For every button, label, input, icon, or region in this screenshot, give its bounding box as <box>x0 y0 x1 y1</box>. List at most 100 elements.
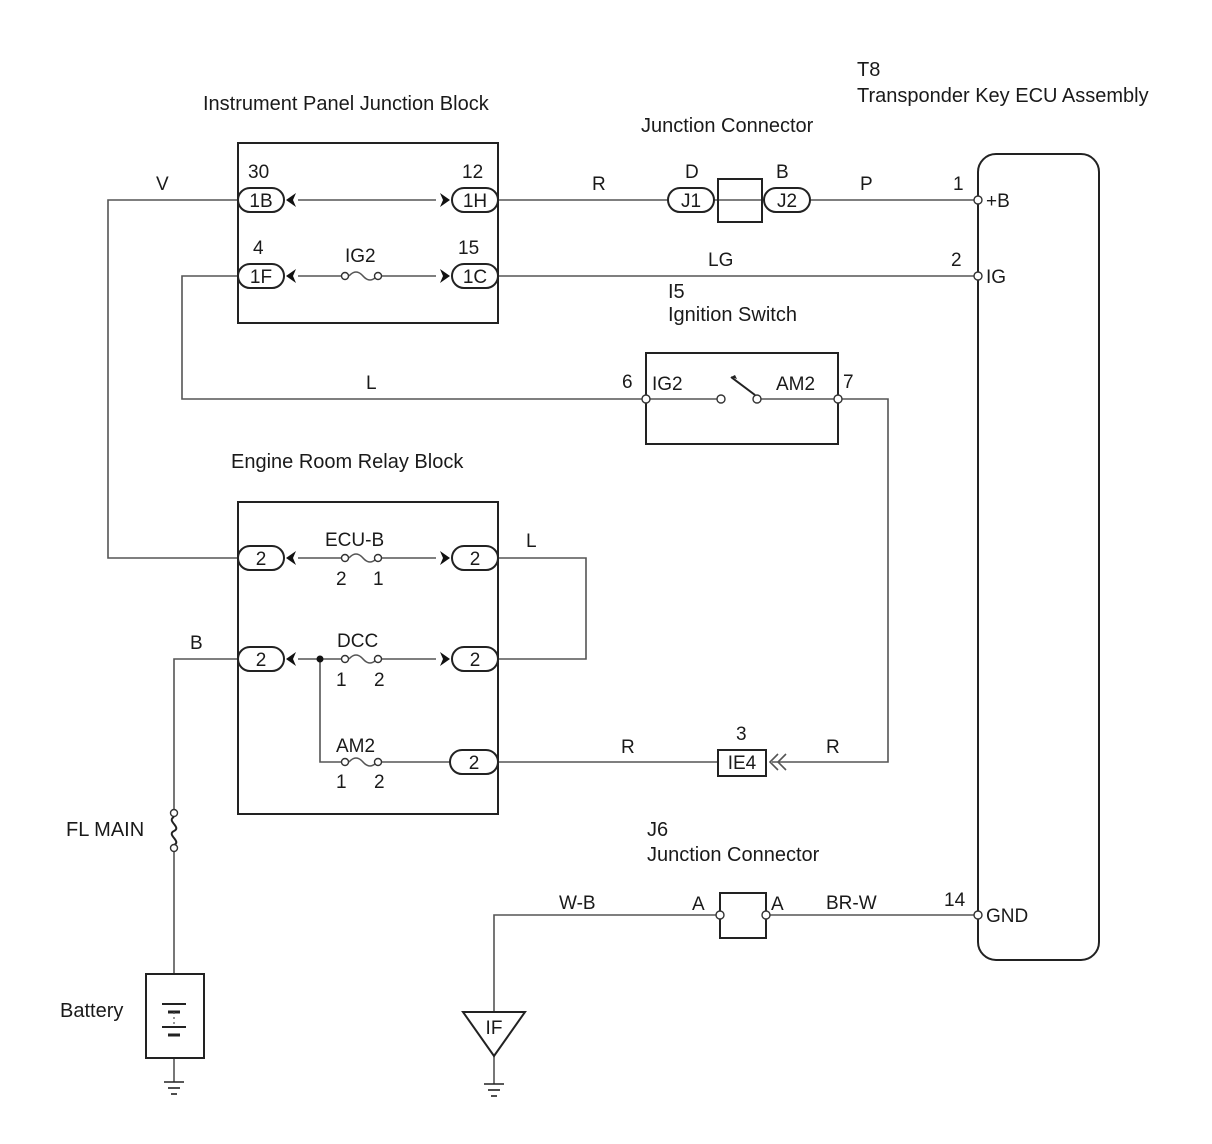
wire-l-label: L <box>526 531 537 552</box>
arrow-icon <box>286 269 296 283</box>
wire-b-label: B <box>190 633 203 654</box>
arrow-icon <box>286 551 296 565</box>
ecu-pin-1: 1 <box>953 174 964 195</box>
fuse-ig2-label: IG2 <box>345 246 376 267</box>
errb-connector <box>237 545 285 571</box>
ground-icon <box>484 1083 504 1097</box>
fuse-ig2-icon <box>340 271 383 281</box>
errb-connector-label: 2 <box>256 549 267 570</box>
j6-pin-a-left: A <box>692 894 705 915</box>
arrow-icon <box>440 652 450 666</box>
ground-label: IF <box>486 1018 503 1039</box>
ecu-pin-2-label: IG <box>986 267 1006 288</box>
ground-triangle-icon <box>461 1011 527 1058</box>
connector-j1 <box>667 187 715 213</box>
pin-4: 4 <box>253 238 264 259</box>
ipjb-title: Instrument Panel Junction Block <box>203 93 490 115</box>
chevron-icon <box>768 753 787 771</box>
fuse-am2-icon <box>340 757 383 767</box>
engine-room-relay-block: Engine Room Relay Block 2 2 2 2 2 ECU-B … <box>231 451 499 815</box>
junction-connector: Junction Connector D B J1 J2 <box>641 115 814 223</box>
connector-1c-label: 1C <box>463 267 487 288</box>
ecu-pin-14: 14 <box>944 890 966 911</box>
errb-connector <box>451 545 499 571</box>
fl-main-label: FL MAIN <box>66 819 144 841</box>
j6-pin-a-right: A <box>771 894 784 915</box>
fuse-am2-pin: 2 <box>374 772 385 793</box>
battery-label: Battery <box>60 1000 123 1022</box>
wire-l-label: L <box>366 373 377 394</box>
ignition-name: Ignition Switch <box>668 304 797 326</box>
arrow-icon <box>440 193 450 207</box>
pin-d: D <box>685 162 699 183</box>
fusible-link-icon <box>170 816 178 846</box>
fuse-am2-label: AM2 <box>336 736 375 757</box>
ie4-connector: 3 IE4 <box>717 724 787 777</box>
fuse-ecub-label: ECU-B <box>325 530 384 551</box>
errb-connector <box>449 749 499 775</box>
ignition-pin-7: 7 <box>843 372 854 393</box>
ecu-name: Transponder Key ECU Assembly <box>857 85 1149 107</box>
switch-contact-icon <box>716 375 762 404</box>
wire-labels: V R P LG L L B R R W-B BR-W <box>156 174 877 914</box>
ie4-pin: 3 <box>736 724 747 745</box>
connector-j1-label: J1 <box>681 191 701 212</box>
pin-b: B <box>776 162 789 183</box>
errb-connector <box>451 646 499 672</box>
transponder-key-ecu: T8 Transponder Key ECU Assembly 1 +B 2 I… <box>857 59 1149 961</box>
connector-1f-label: 1F <box>250 267 272 288</box>
ignition-pin-6: 6 <box>622 372 633 393</box>
battery-cell-icon <box>162 1003 186 1037</box>
errb-connector-label: 2 <box>470 549 481 570</box>
fuse-ecub-icon <box>340 553 383 563</box>
ie4-label: IE4 <box>728 753 757 774</box>
errb-connector-label: 2 <box>470 650 481 671</box>
j6-junction-connector: J6 Junction Connector A A <box>647 819 820 939</box>
connector-j2-label: J2 <box>777 191 797 212</box>
fuse-dcc-label: DCC <box>337 631 378 652</box>
ecu-code: T8 <box>857 59 880 81</box>
connector-1c <box>451 263 499 289</box>
fuse-am2-pin: 1 <box>336 772 347 793</box>
errb-connector <box>237 646 285 672</box>
wire-p-label: P <box>860 174 873 195</box>
ecu-pin-14-label: GND <box>986 906 1028 927</box>
wires <box>107 199 978 1084</box>
j6-name: Junction Connector <box>647 844 820 866</box>
arrow-icon <box>440 551 450 565</box>
fuse-dcc-icon <box>340 654 383 664</box>
instrument-panel-junction-block: Instrument Panel Junction Block 1B 1H 1F… <box>203 93 499 324</box>
errb-connector-label: 2 <box>256 650 267 671</box>
pin-30: 30 <box>248 162 269 183</box>
ignition-switch: I5 Ignition Switch 6 IG2 AM2 7 <box>622 281 854 445</box>
pin-12: 12 <box>462 162 483 183</box>
fuse-ecub-pin: 1 <box>373 569 384 590</box>
fuse-ecub-pin: 2 <box>336 569 347 590</box>
wire-r-label: R <box>621 737 635 758</box>
junction-connector-title: Junction Connector <box>641 115 814 137</box>
fl-main-fusible-link: FL MAIN <box>66 808 179 853</box>
ecu-pin-1-label: +B <box>986 191 1010 212</box>
errb-connector-label: 2 <box>469 753 480 774</box>
wire-wb-label: W-B <box>559 893 596 914</box>
wire-lg-label: LG <box>708 250 733 271</box>
if-ground: IF <box>461 1011 527 1097</box>
connector-1b-label: 1B <box>249 191 272 212</box>
ignition-am2-label: AM2 <box>776 374 815 395</box>
pin-15: 15 <box>458 238 479 259</box>
connector-1b <box>237 187 285 213</box>
connector-1h-label: 1H <box>463 191 487 212</box>
j6-code: J6 <box>647 819 668 841</box>
connector-1h <box>451 187 499 213</box>
wire-brw-label: BR-W <box>826 893 877 914</box>
errb-title: Engine Room Relay Block <box>231 451 464 473</box>
connector-j2 <box>763 187 811 213</box>
battery: Battery <box>60 973 205 1095</box>
ignition-code: I5 <box>668 281 685 303</box>
fuse-dcc-pin: 1 <box>336 670 347 691</box>
ground-icon <box>164 1081 184 1095</box>
ignition-ig2-label: IG2 <box>652 374 683 395</box>
wire-r-label: R <box>592 174 606 195</box>
arrow-icon <box>286 652 296 666</box>
